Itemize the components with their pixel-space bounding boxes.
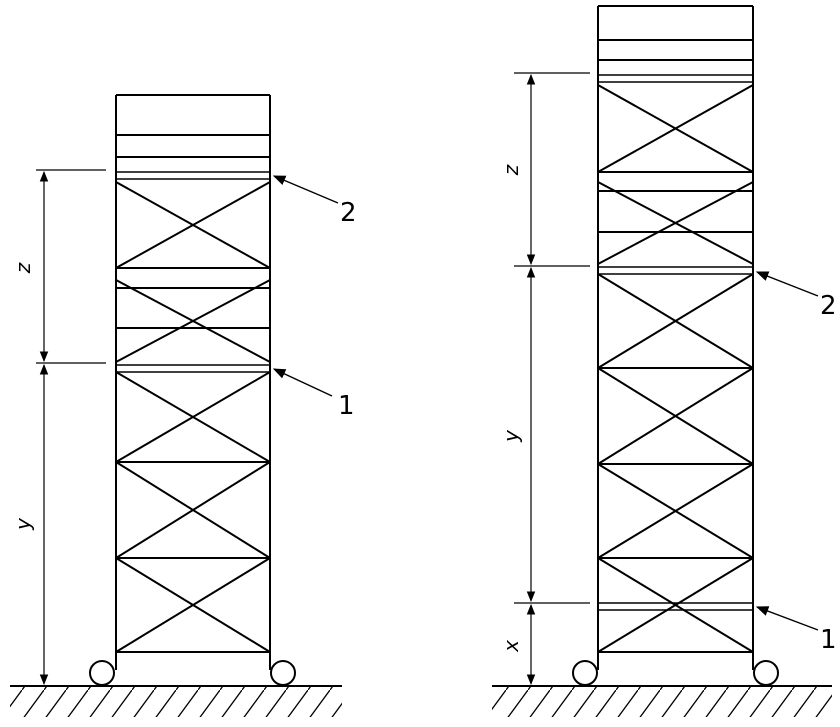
cross-brace [597, 367, 754, 465]
callout-2-number: 2 [340, 198, 357, 228]
dimension-y-label: y [11, 517, 35, 531]
callout-1-leader [755, 606, 819, 631]
callout-2-leader [272, 175, 339, 204]
cross-brace [115, 371, 271, 463]
callout-2-number: 2 [820, 291, 837, 321]
dimension-z-label: z [499, 164, 523, 176]
cross-brace [115, 279, 271, 363]
ground-hatch [492, 687, 832, 717]
wheel-right [270, 660, 296, 686]
callout-1-number: 1 [338, 391, 355, 421]
cross-brace [115, 181, 271, 269]
wheel-right [753, 660, 779, 686]
dimension-x-label: x [499, 640, 523, 653]
wheel-left [572, 660, 598, 686]
cross-brace [597, 463, 754, 559]
callout-2-leader [755, 271, 819, 297]
cross-brace [597, 273, 754, 369]
callout-1-number: 1 [820, 625, 837, 655]
callout-1-leader [272, 368, 333, 397]
cross-brace [115, 557, 271, 653]
dimension-y-label: y [499, 429, 523, 443]
cross-brace [115, 461, 271, 559]
cross-brace [597, 181, 754, 265]
cross-brace [597, 557, 754, 653]
cross-brace [597, 84, 754, 173]
wheel-left [89, 660, 115, 686]
ground-hatch [10, 687, 342, 717]
right-tower [492, 5, 832, 717]
dimension-z-label: z [11, 262, 35, 274]
left-tower [10, 94, 342, 717]
